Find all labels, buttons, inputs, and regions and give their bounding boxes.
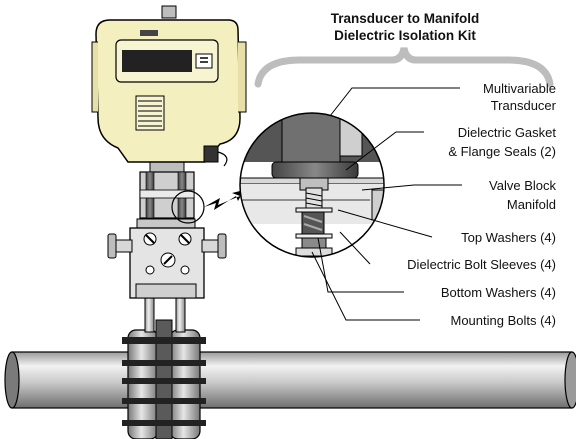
leader-bolt-sleeves	[339, 231, 371, 265]
pipe-flange	[122, 319, 206, 439]
leader-lines	[311, 87, 462, 321]
label-dielectric-gasket: Dielectric Gasket	[458, 125, 557, 140]
label-bolt-sleeves: Dielectric Bolt Sleeves (4)	[407, 257, 556, 272]
valve-handle-right	[201, 233, 227, 259]
leader-mounting-bolts	[311, 251, 420, 321]
label-valve-block: Valve Block	[489, 178, 556, 193]
leader-gasket	[345, 131, 424, 171]
label-multivariable: Multivariable	[483, 81, 556, 96]
leader-top-washers	[337, 209, 433, 238]
transducer-neck	[139, 161, 205, 224]
label-bottom-washers: Bottom Washers (4)	[441, 285, 556, 300]
zoom-indicator-arrow	[204, 190, 244, 210]
label-mounting-bolts: Mounting Bolts (4)	[451, 313, 557, 328]
label-transducer: Transducer	[491, 98, 557, 113]
pipe	[4, 351, 576, 409]
valve-block-manifold	[107, 218, 227, 299]
leader-multivariable	[329, 87, 460, 117]
label-flange-seals: & Flange Seals (2)	[448, 144, 556, 159]
zoom-detail	[239, 112, 385, 258]
title-line-1: Transducer to Manifold	[331, 11, 480, 26]
title-bracket	[254, 47, 554, 88]
label-manifold: Manifold	[507, 197, 556, 212]
multivariable-transducer	[91, 5, 247, 167]
leader-bottom-washers	[317, 237, 404, 293]
label-top-washers: Top Washers (4)	[461, 230, 556, 245]
valve-handle-left	[107, 233, 133, 259]
title-line-2: Dielectric Isolation Kit	[334, 28, 476, 43]
leader-valve	[361, 184, 462, 191]
